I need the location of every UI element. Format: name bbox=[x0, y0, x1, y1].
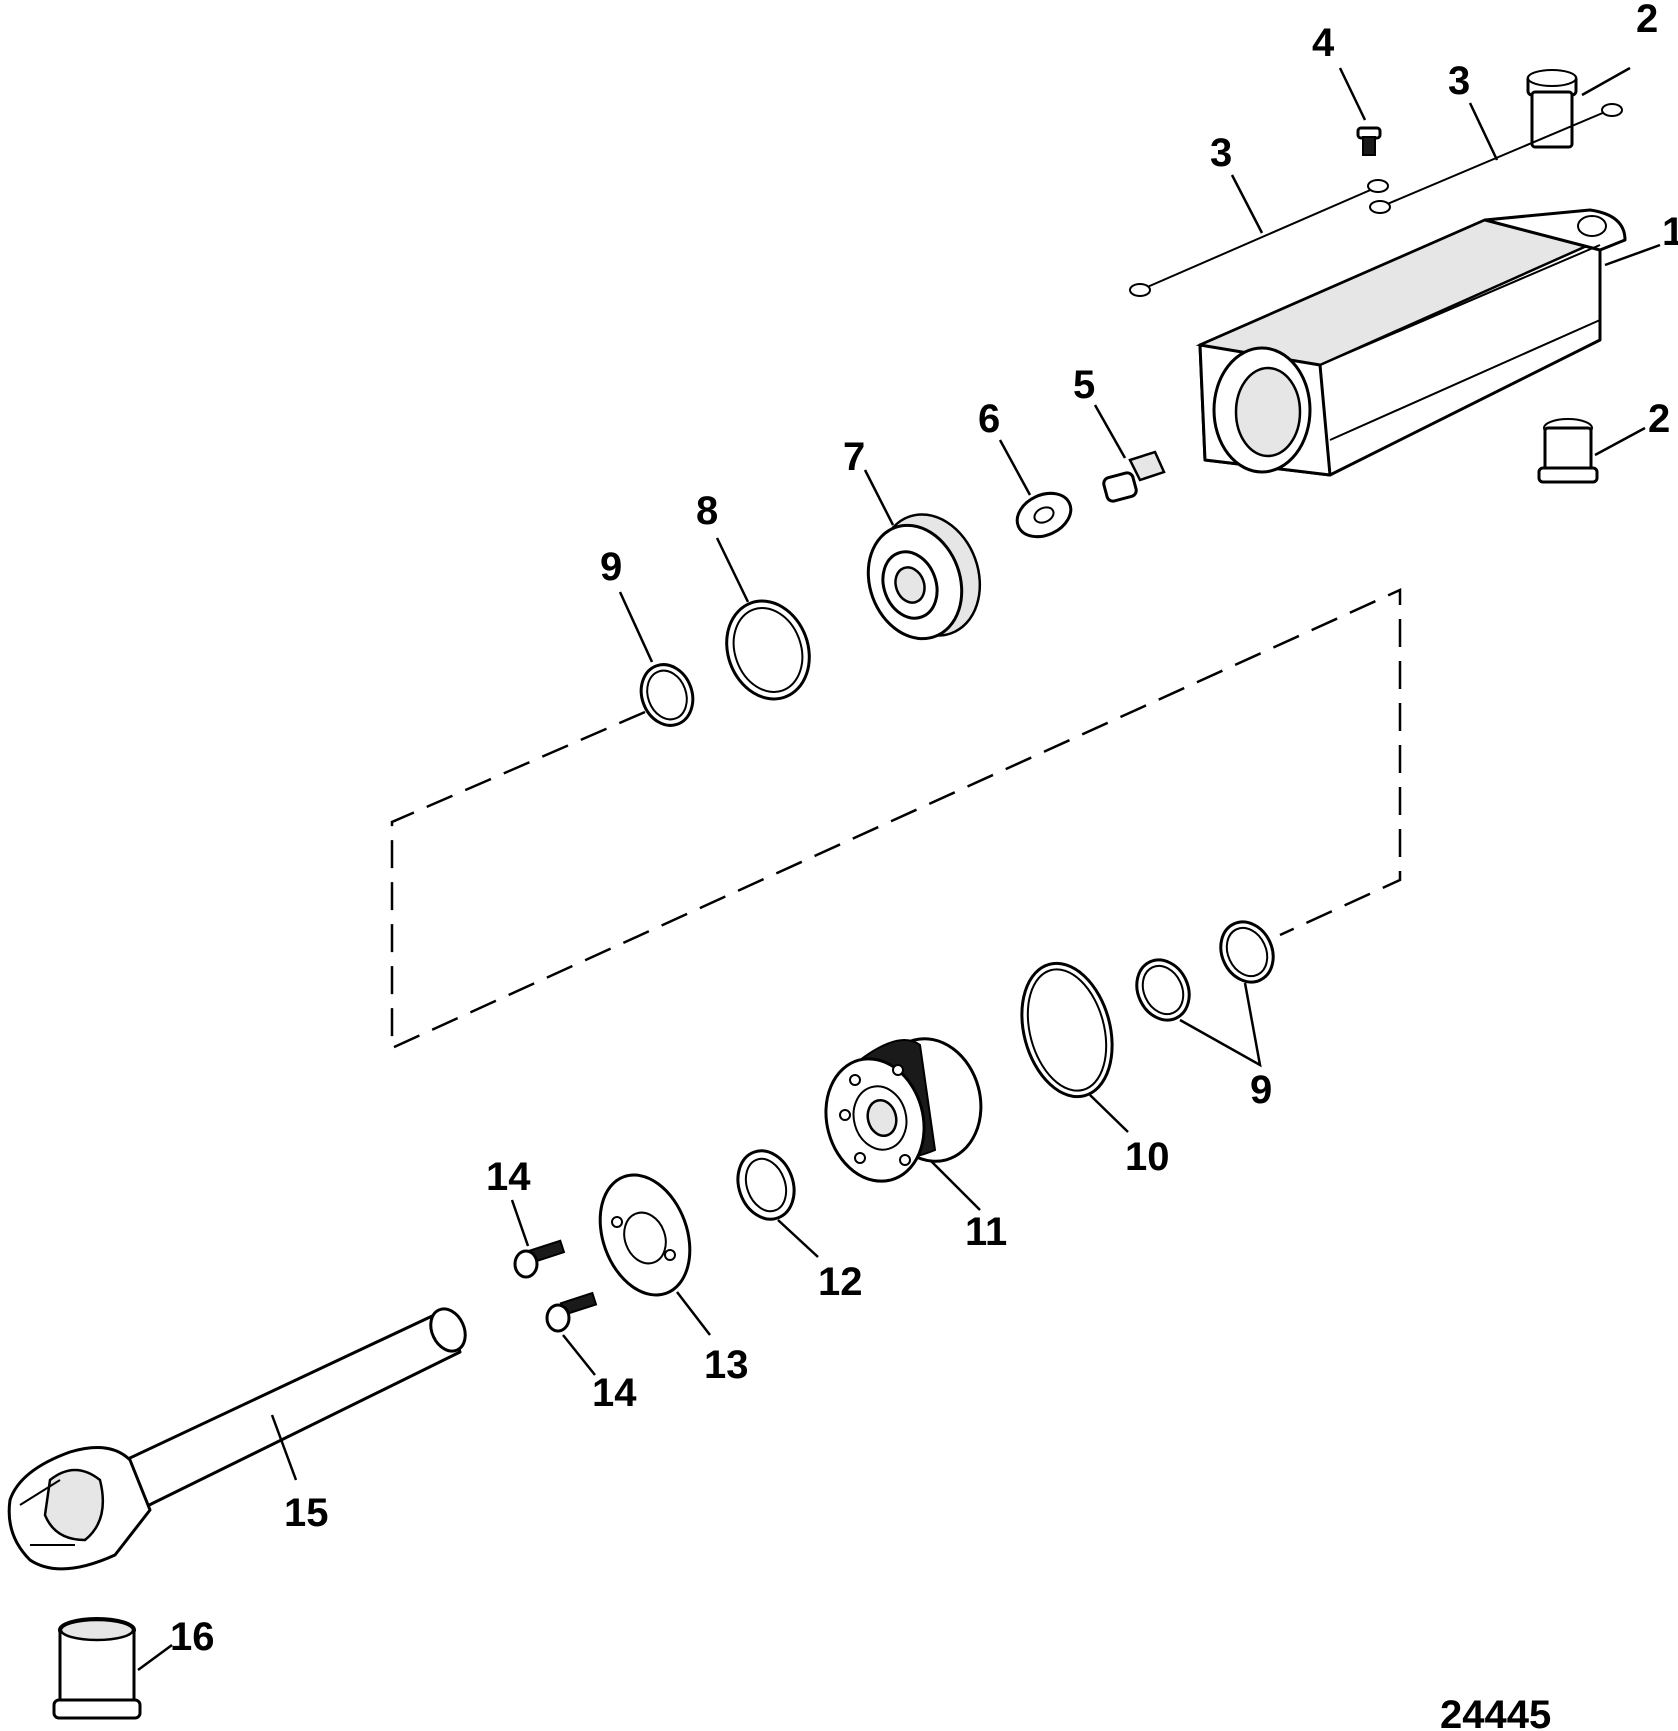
callout-10: 10 bbox=[1125, 1135, 1170, 1179]
leader-16 bbox=[137, 1643, 173, 1672]
callout-15: 15 bbox=[284, 1491, 329, 1535]
part-2-bushing-top bbox=[1526, 69, 1578, 149]
part-10-o-ring bbox=[1020, 961, 1114, 1099]
leader-8 bbox=[715, 537, 750, 603]
callout-12: 12 bbox=[818, 1260, 863, 1304]
part-9-o-ring-bottom-1 bbox=[1135, 958, 1191, 1022]
leader-3-right bbox=[1468, 102, 1499, 161]
part-7-rod-guide bbox=[866, 513, 982, 641]
leader-4 bbox=[1338, 67, 1367, 121]
callout-9-bottom: 9 bbox=[1250, 1068, 1272, 1112]
part-3-wire-lead-left bbox=[1129, 179, 1389, 297]
leader-14-upper bbox=[510, 1199, 530, 1247]
leader-6 bbox=[998, 439, 1032, 496]
callout-11: 11 bbox=[965, 1210, 1007, 1254]
part-9-o-ring-top bbox=[639, 663, 695, 727]
part-4-screw bbox=[1356, 126, 1382, 156]
figure-number: 24445 bbox=[1440, 1693, 1551, 1731]
part-14-screw-lower bbox=[545, 1291, 598, 1333]
leader-7 bbox=[863, 469, 895, 526]
callout-2-top: 2 bbox=[1636, 0, 1658, 41]
leader-2-right bbox=[1594, 426, 1646, 457]
part-12-seal bbox=[736, 1149, 796, 1221]
callout-14-upper: 14 bbox=[486, 1155, 531, 1199]
leader-1 bbox=[1604, 243, 1661, 267]
part-5-plug bbox=[1102, 450, 1166, 503]
leader-12 bbox=[777, 1219, 819, 1258]
leader-13 bbox=[676, 1291, 711, 1336]
leader-2-top bbox=[1581, 66, 1631, 97]
leader-5 bbox=[1093, 404, 1127, 459]
leader-15 bbox=[270, 1414, 298, 1481]
callout-1: 1 bbox=[1662, 210, 1678, 254]
leader-9-bottom bbox=[1179, 982, 1262, 1068]
part-2-bushing-right bbox=[1537, 418, 1599, 484]
callout-3-right: 3 bbox=[1448, 59, 1470, 103]
part-14-screw-upper bbox=[513, 1239, 566, 1279]
callout-14-lower: 14 bbox=[592, 1371, 637, 1415]
part-8-o-ring bbox=[725, 599, 811, 701]
callout-7: 7 bbox=[843, 435, 865, 479]
callout-4: 4 bbox=[1312, 21, 1335, 65]
part-11-piston bbox=[824, 1037, 983, 1183]
callout-3-left: 3 bbox=[1210, 131, 1232, 175]
callout-6: 6 bbox=[978, 397, 1000, 441]
leader-11 bbox=[929, 1159, 981, 1211]
callout-8: 8 bbox=[696, 489, 718, 533]
leader-10 bbox=[1089, 1094, 1129, 1133]
leader-14-lower bbox=[562, 1334, 596, 1376]
part-6-washer bbox=[1015, 491, 1073, 539]
callout-2-right: 2 bbox=[1648, 397, 1670, 441]
part-15-piston-rod bbox=[7, 1307, 467, 1571]
part-9-o-ring-bottom-2 bbox=[1219, 920, 1275, 984]
part-16-bushing bbox=[52, 1617, 142, 1720]
assembly-guide-dashed-line bbox=[390, 588, 1402, 1050]
callout-13: 13 bbox=[704, 1343, 749, 1387]
callout-5: 5 bbox=[1073, 363, 1095, 407]
callout-9-top: 9 bbox=[600, 545, 622, 589]
leader-3-left bbox=[1230, 174, 1264, 234]
part-1-cylinder-housing bbox=[1195, 208, 1627, 477]
callout-16: 16 bbox=[170, 1615, 215, 1659]
leader-9-top bbox=[618, 591, 654, 663]
part-13-retainer-plate bbox=[598, 1173, 692, 1297]
